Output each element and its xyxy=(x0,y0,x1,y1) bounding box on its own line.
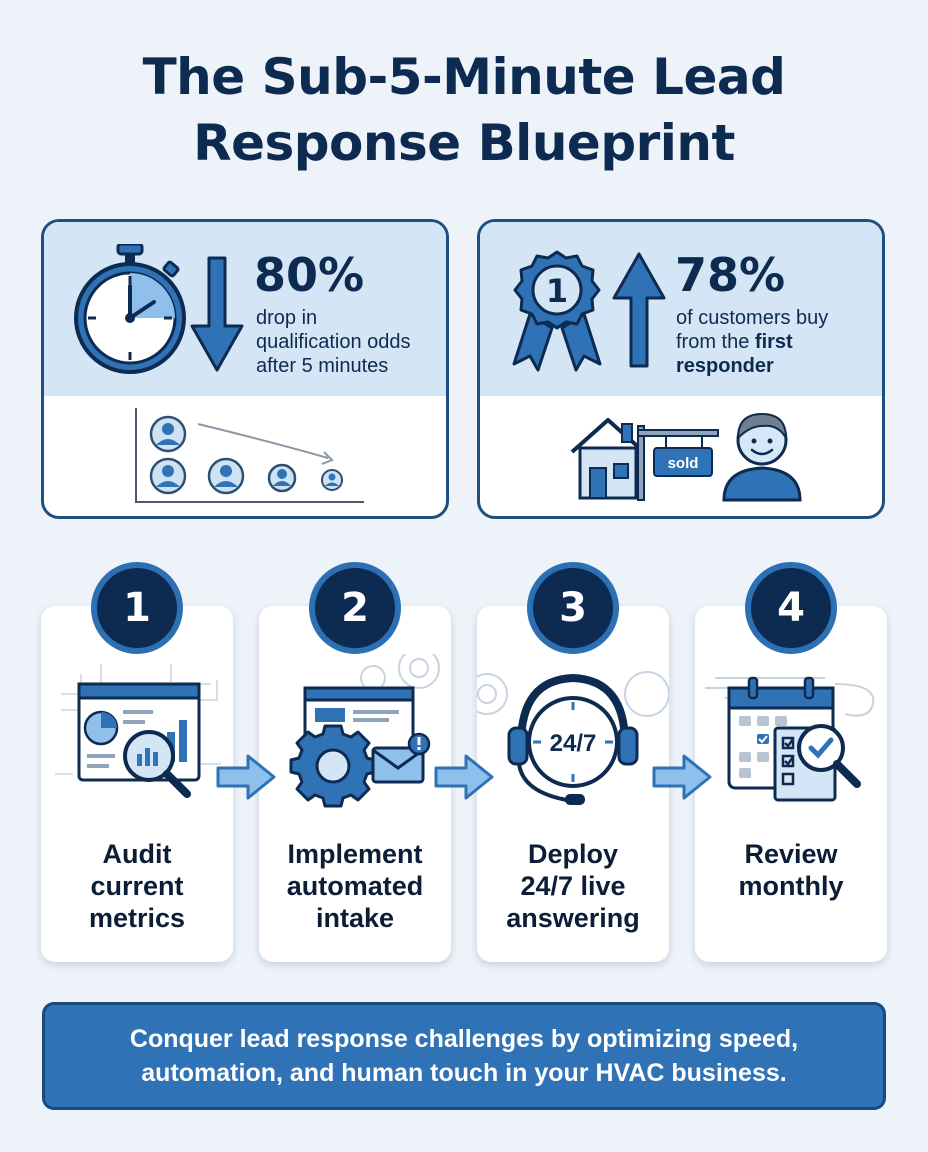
stopwatch-icon xyxy=(74,244,186,374)
arrow-down-icon xyxy=(190,256,244,372)
stat-desc-line: drop in xyxy=(256,307,318,329)
step-label-line: 24/7 live xyxy=(520,871,626,901)
step-number-badge: 1 xyxy=(91,562,183,654)
lead-decline-chart-icon xyxy=(135,408,364,503)
stat-desc-text: from the xyxy=(676,331,755,353)
arrow-right-icon xyxy=(216,754,276,800)
summary-line-2: automation, and human touch in your HVAC… xyxy=(141,1059,787,1087)
title-line-1: The Sub-5-Minute Lead xyxy=(142,48,786,106)
step-card-2: 2 Implement automated intake xyxy=(259,562,451,962)
step-label-line: intake xyxy=(315,903,395,933)
house-sold-sign-icon: sold xyxy=(570,418,719,501)
headset-24-7-icon: 24/7 xyxy=(477,671,669,805)
award-ribbon-icon: 1 xyxy=(512,250,602,372)
step-label-line: current xyxy=(90,871,184,901)
step-label-line: automated xyxy=(286,871,424,901)
stat-desc-line: after 5 minutes xyxy=(256,355,389,377)
headset-24-7-text: 24/7 xyxy=(550,730,597,757)
calendar-checklist-icon xyxy=(705,676,875,802)
step-label-line: answering xyxy=(506,903,640,933)
stat-card-qualification-drop: 80% drop in qualification odds after 5 m… xyxy=(41,219,449,519)
stat-desc-line: qualification odds xyxy=(256,331,411,353)
lead-person-icon xyxy=(149,415,187,453)
step-label: Audit current metrics xyxy=(49,838,225,934)
gear-email-icon xyxy=(289,654,440,808)
step-label: Deploy 24/7 live answering xyxy=(485,838,661,934)
stat-value: 80% xyxy=(254,248,365,302)
step-label: Implement automated intake xyxy=(267,838,443,934)
stat-description: of customers buy from the first responde… xyxy=(676,306,828,378)
summary-line-1: Conquer lead response challenges by opti… xyxy=(129,1025,799,1053)
summary-banner: Conquer lead response challenges by opti… xyxy=(42,1002,886,1110)
step-label-line: monthly xyxy=(738,871,844,901)
arrow-up-icon xyxy=(612,252,666,368)
stat-desc-line: from the first xyxy=(676,330,828,354)
step-number-badge: 3 xyxy=(527,562,619,654)
lead-person-icon xyxy=(321,469,343,491)
step-label-line: Implement xyxy=(287,839,423,869)
sold-sign-text: sold xyxy=(668,455,699,472)
arrow-right-icon xyxy=(434,754,494,800)
step-card-4: 4 Review monthly xyxy=(695,562,887,962)
stat-desc-line: of customers buy xyxy=(676,307,829,329)
step-number-badge: 2 xyxy=(309,562,401,654)
title-line-2: Response Blueprint xyxy=(193,114,735,172)
lead-person-icon xyxy=(267,463,297,493)
svg-text:1: 1 xyxy=(546,272,568,310)
step-label-line: Review xyxy=(744,839,838,869)
step-label: Review monthly xyxy=(703,838,879,902)
dashboard-magnifier-icon xyxy=(55,664,221,798)
step-card-3: 3 24/7 Deploy 24/7 live answering xyxy=(477,562,669,962)
step-label-line: metrics xyxy=(88,903,186,933)
stat-desc-emphasis: first xyxy=(754,331,793,353)
arrow-right-icon xyxy=(652,754,712,800)
page-title: The Sub-5-Minute Lead Response Blueprint xyxy=(0,44,928,176)
stat-description: drop in qualification odds after 5 minut… xyxy=(256,306,411,378)
lead-person-icon xyxy=(149,457,187,495)
smiling-person-icon xyxy=(722,412,802,502)
step-label-line: Deploy xyxy=(527,839,619,869)
step-label-line: Audit xyxy=(102,839,172,869)
stat-desc-line: responder xyxy=(676,355,774,377)
stat-card-first-responder: 1 78% of customers buy from the first re… xyxy=(477,219,885,519)
step-card-1: 1 Audit current metrics xyxy=(41,562,233,962)
step-number-badge: 4 xyxy=(745,562,837,654)
stat-value: 78% xyxy=(675,248,786,302)
lead-person-icon xyxy=(207,457,245,495)
